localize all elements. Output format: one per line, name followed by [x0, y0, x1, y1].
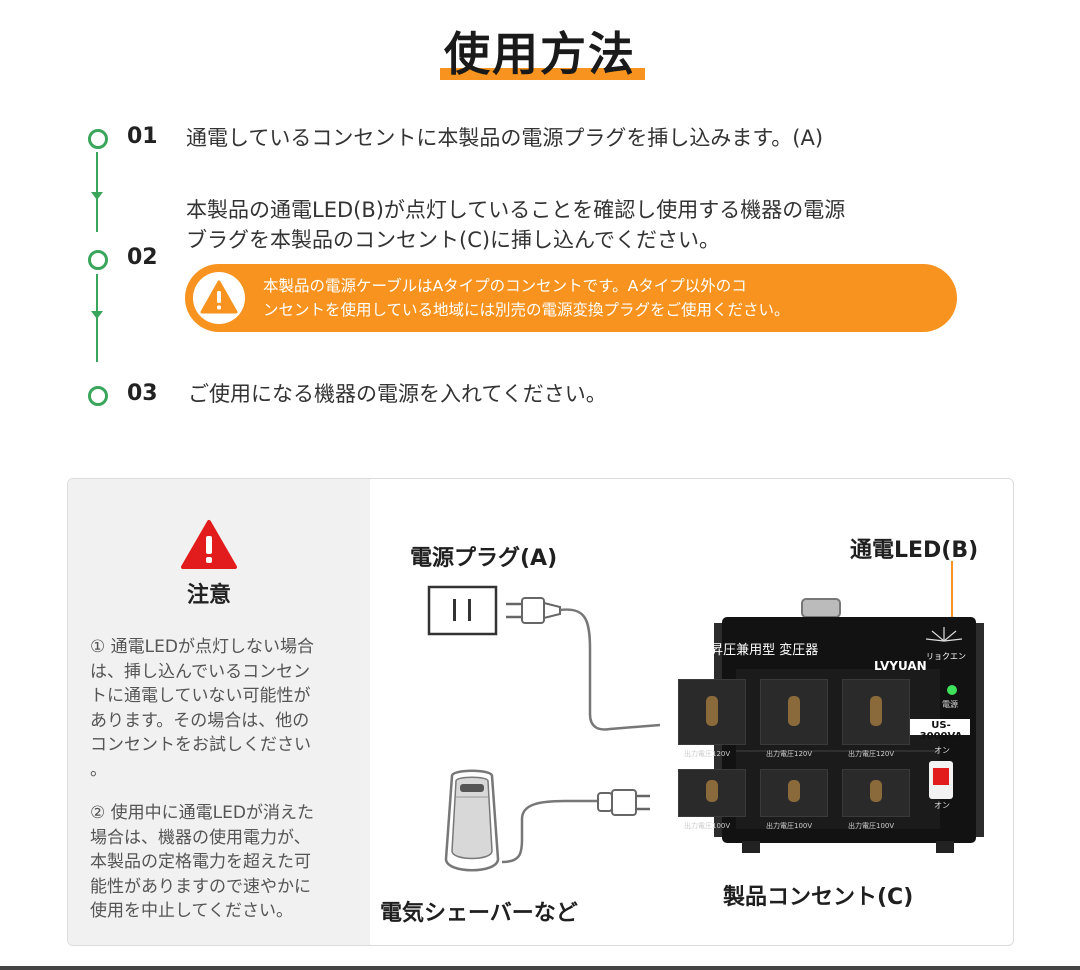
timeline-arrow-2-icon [91, 311, 103, 319]
bottom-rule [0, 966, 1080, 970]
usage-panel: 注意 ① 通電LEDが点灯しない場合 は、挿し込んでいるコンセン トに通電してい… [67, 478, 1014, 946]
warning-line-2: ンセントを使用している地域には別売の電源変換プラグをご使用ください。 [263, 301, 790, 319]
caution-p2-line-2: 場合は、機器の使用電力が、 [90, 827, 311, 848]
caution-p1-line-2: は、挿し込んでいるコンセン [90, 661, 311, 682]
warning-icon-circle [193, 272, 245, 324]
caution-paragraph-2: ② 使用中に通電LEDが消えた 場合は、機器の使用電力が、 本製品の定格電力を超… [90, 801, 350, 924]
switch-on-top: オン [934, 746, 950, 755]
step-3-circle-icon [88, 386, 108, 406]
outlet-label: 製品コンセント(C) [723, 885, 914, 910]
timeline-arrow-1-icon [91, 192, 103, 200]
caution-box: 注意 ① 通電LEDが点灯しない場合 は、挿し込んでいるコンセン トに通電してい… [68, 479, 370, 945]
socket-holes-icon [788, 696, 800, 726]
wall-outlet-icon [427, 585, 498, 636]
model-badge: US-3000VA [919, 720, 963, 742]
caution-title: 注意 [186, 583, 231, 608]
shaver-label: 電気シェーバーなど [380, 901, 578, 926]
warning-text: 本製品の電源ケーブルはAタイプのコンセントです。Aタイプ以外のコ ンセントを使用… [263, 274, 790, 322]
socket-holes-icon [706, 696, 718, 726]
socket-holes-icon [788, 780, 800, 802]
led-label: 通電LED(B) [850, 538, 979, 563]
outlet-socket-label: 出力電圧100V [766, 822, 813, 830]
title-underline [440, 68, 645, 80]
outlet-socket-5 [760, 769, 828, 817]
warning-triangle-icon [200, 280, 238, 314]
power-label: 電源 [942, 700, 958, 709]
step-1-line-1: 通電しているコンセントに本製品の電源プラグを挿し込みます。(A) [186, 126, 824, 150]
warning-line-1: 本製品の電源ケーブルはAタイプのコンセントです。Aタイプ以外のコ [263, 277, 747, 295]
shaver-icon [444, 769, 500, 872]
caution-p1-line-5: コンセントをお試しください [90, 735, 311, 755]
caution-p2-line-5: 使用を中止してください。 [90, 901, 293, 921]
title-wrap: 使用方法 [0, 22, 1080, 86]
device-title: 降圧·昇圧兼用型 変圧器 [680, 643, 819, 658]
step-2-text: 本製品の通電LED(B)が点灯していることを確認し使用する機器の電源 ブラグを本… [186, 195, 845, 255]
warning-triangle-icon [181, 520, 237, 569]
power-cable [559, 608, 661, 731]
step-1-text: 通電しているコンセントに本製品の電源プラグを挿し込みます。(A) [186, 123, 823, 153]
caution-paragraph-1: ① 通電LEDが点灯しない場合 は、挿し込んでいるコンセン トに通電していない可… [90, 635, 350, 782]
outlet-socket-label: 出力電圧100V [684, 822, 731, 830]
caution-p2-line-1: ② 使用中に通電LEDが消えた [90, 803, 314, 823]
plug-label: 電源プラグ(A) [410, 546, 558, 571]
caution-p1-line-6: 。 [90, 759, 107, 780]
brand-logo: LVYUAN [874, 659, 927, 673]
outlet-socket-4 [678, 769, 746, 817]
outlet-socket-3 [842, 679, 910, 745]
switch-on-bottom: オン [934, 801, 950, 810]
warning-banner: 本製品の電源ケーブルはAタイプのコンセントです。Aタイプ以外のコ ンセントを使用… [185, 264, 957, 332]
brand-kana: リョクエン [926, 652, 966, 661]
outlet-socket-label: 出力電圧120V [766, 750, 813, 758]
step-2-number: 02 [127, 245, 158, 270]
caution-p1-line-1: ① 通電LEDが点灯しない場合 [90, 637, 314, 657]
step-2-circle-icon [88, 250, 108, 270]
outlet-socket-2 [760, 679, 828, 745]
socket-holes-icon [706, 780, 718, 802]
power-led-icon [947, 685, 957, 695]
outlet-socket-6 [842, 769, 910, 817]
step-3-text: ご使用になる機器の電源を入れてください。 [188, 379, 607, 409]
device-cable [501, 799, 598, 864]
caution-p1-line-4: あります。その場合は、他の [90, 710, 310, 731]
socket-holes-icon [870, 780, 882, 802]
power-plug-icon [506, 597, 561, 624]
socket-holes-icon [870, 696, 882, 726]
caution-p2-line-4: 能性がありますので速やかに [90, 876, 311, 897]
step-2-line-2: ブラグを本製品のコンセント(C)に挿し込んでください。 [186, 228, 720, 252]
outlet-socket-1 [678, 679, 746, 745]
caution-p2-line-3: 本製品の定格電力を超えた可 [90, 852, 311, 872]
step-2-line-1: 本製品の通電LED(B)が点灯していることを確認し使用する機器の電源 [186, 198, 846, 222]
device-plug-icon [597, 789, 650, 816]
step-1-number: 01 [127, 124, 158, 149]
step-1-circle-icon [88, 129, 108, 149]
page-title: 使用方法 [444, 27, 636, 81]
step-3-number: 03 [127, 381, 158, 406]
step-3-line-1: ご使用になる機器の電源を入れてください。 [188, 382, 607, 406]
outlet-socket-label: 出力電圧100V [848, 822, 895, 830]
outlet-socket-label: 出力電圧120V [848, 750, 895, 758]
caution-p1-line-3: トに通電していない可能性が [90, 686, 311, 706]
outlet-socket-label: 出力電圧120V [684, 750, 731, 758]
